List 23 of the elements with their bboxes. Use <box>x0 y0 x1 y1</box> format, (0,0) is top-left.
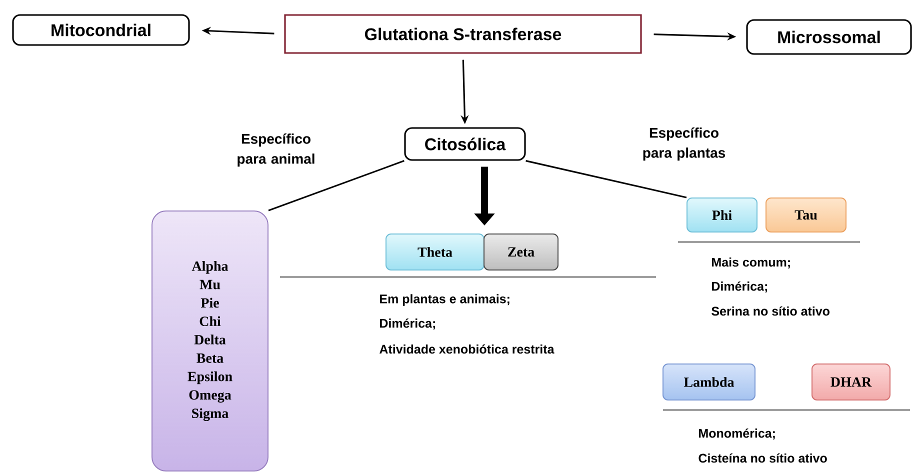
class-box: Zeta <box>484 234 558 270</box>
class-box: Theta <box>386 234 484 270</box>
category-box: Microssomal <box>746 19 912 55</box>
note-text: Em plantas e animais; <box>380 294 510 306</box>
note-text: Cisteína no sítio ativo <box>698 453 827 463</box>
class-box: DHAR <box>812 364 890 400</box>
class-box: Lambda <box>662 364 756 400</box>
class-box: Phi <box>686 198 758 232</box>
title-box: Glutationa S-transferase <box>284 14 642 54</box>
connector-line <box>268 160 404 212</box>
category-box: Citosólica <box>404 127 526 161</box>
note-text: Dimérica; <box>712 281 767 293</box>
heading: Específico para animal <box>238 133 314 167</box>
note-text: Atividade xenobiótica restrita <box>380 344 554 354</box>
connector-line <box>526 160 687 198</box>
note-text: Dimérica; <box>380 318 435 330</box>
heading: Específico para plantas <box>643 127 726 161</box>
note-text: Mais comum; <box>712 258 790 268</box>
note-text: Monomérica; <box>699 428 775 440</box>
class-box: Alpha Mu Pie Chi Delta Beta Epsilon Omega Sigma <box>152 210 268 472</box>
class-box: Tau <box>766 198 846 232</box>
note-text: Serina no sítio ativo <box>712 306 830 316</box>
category-box: Mitocondrial <box>12 14 190 46</box>
